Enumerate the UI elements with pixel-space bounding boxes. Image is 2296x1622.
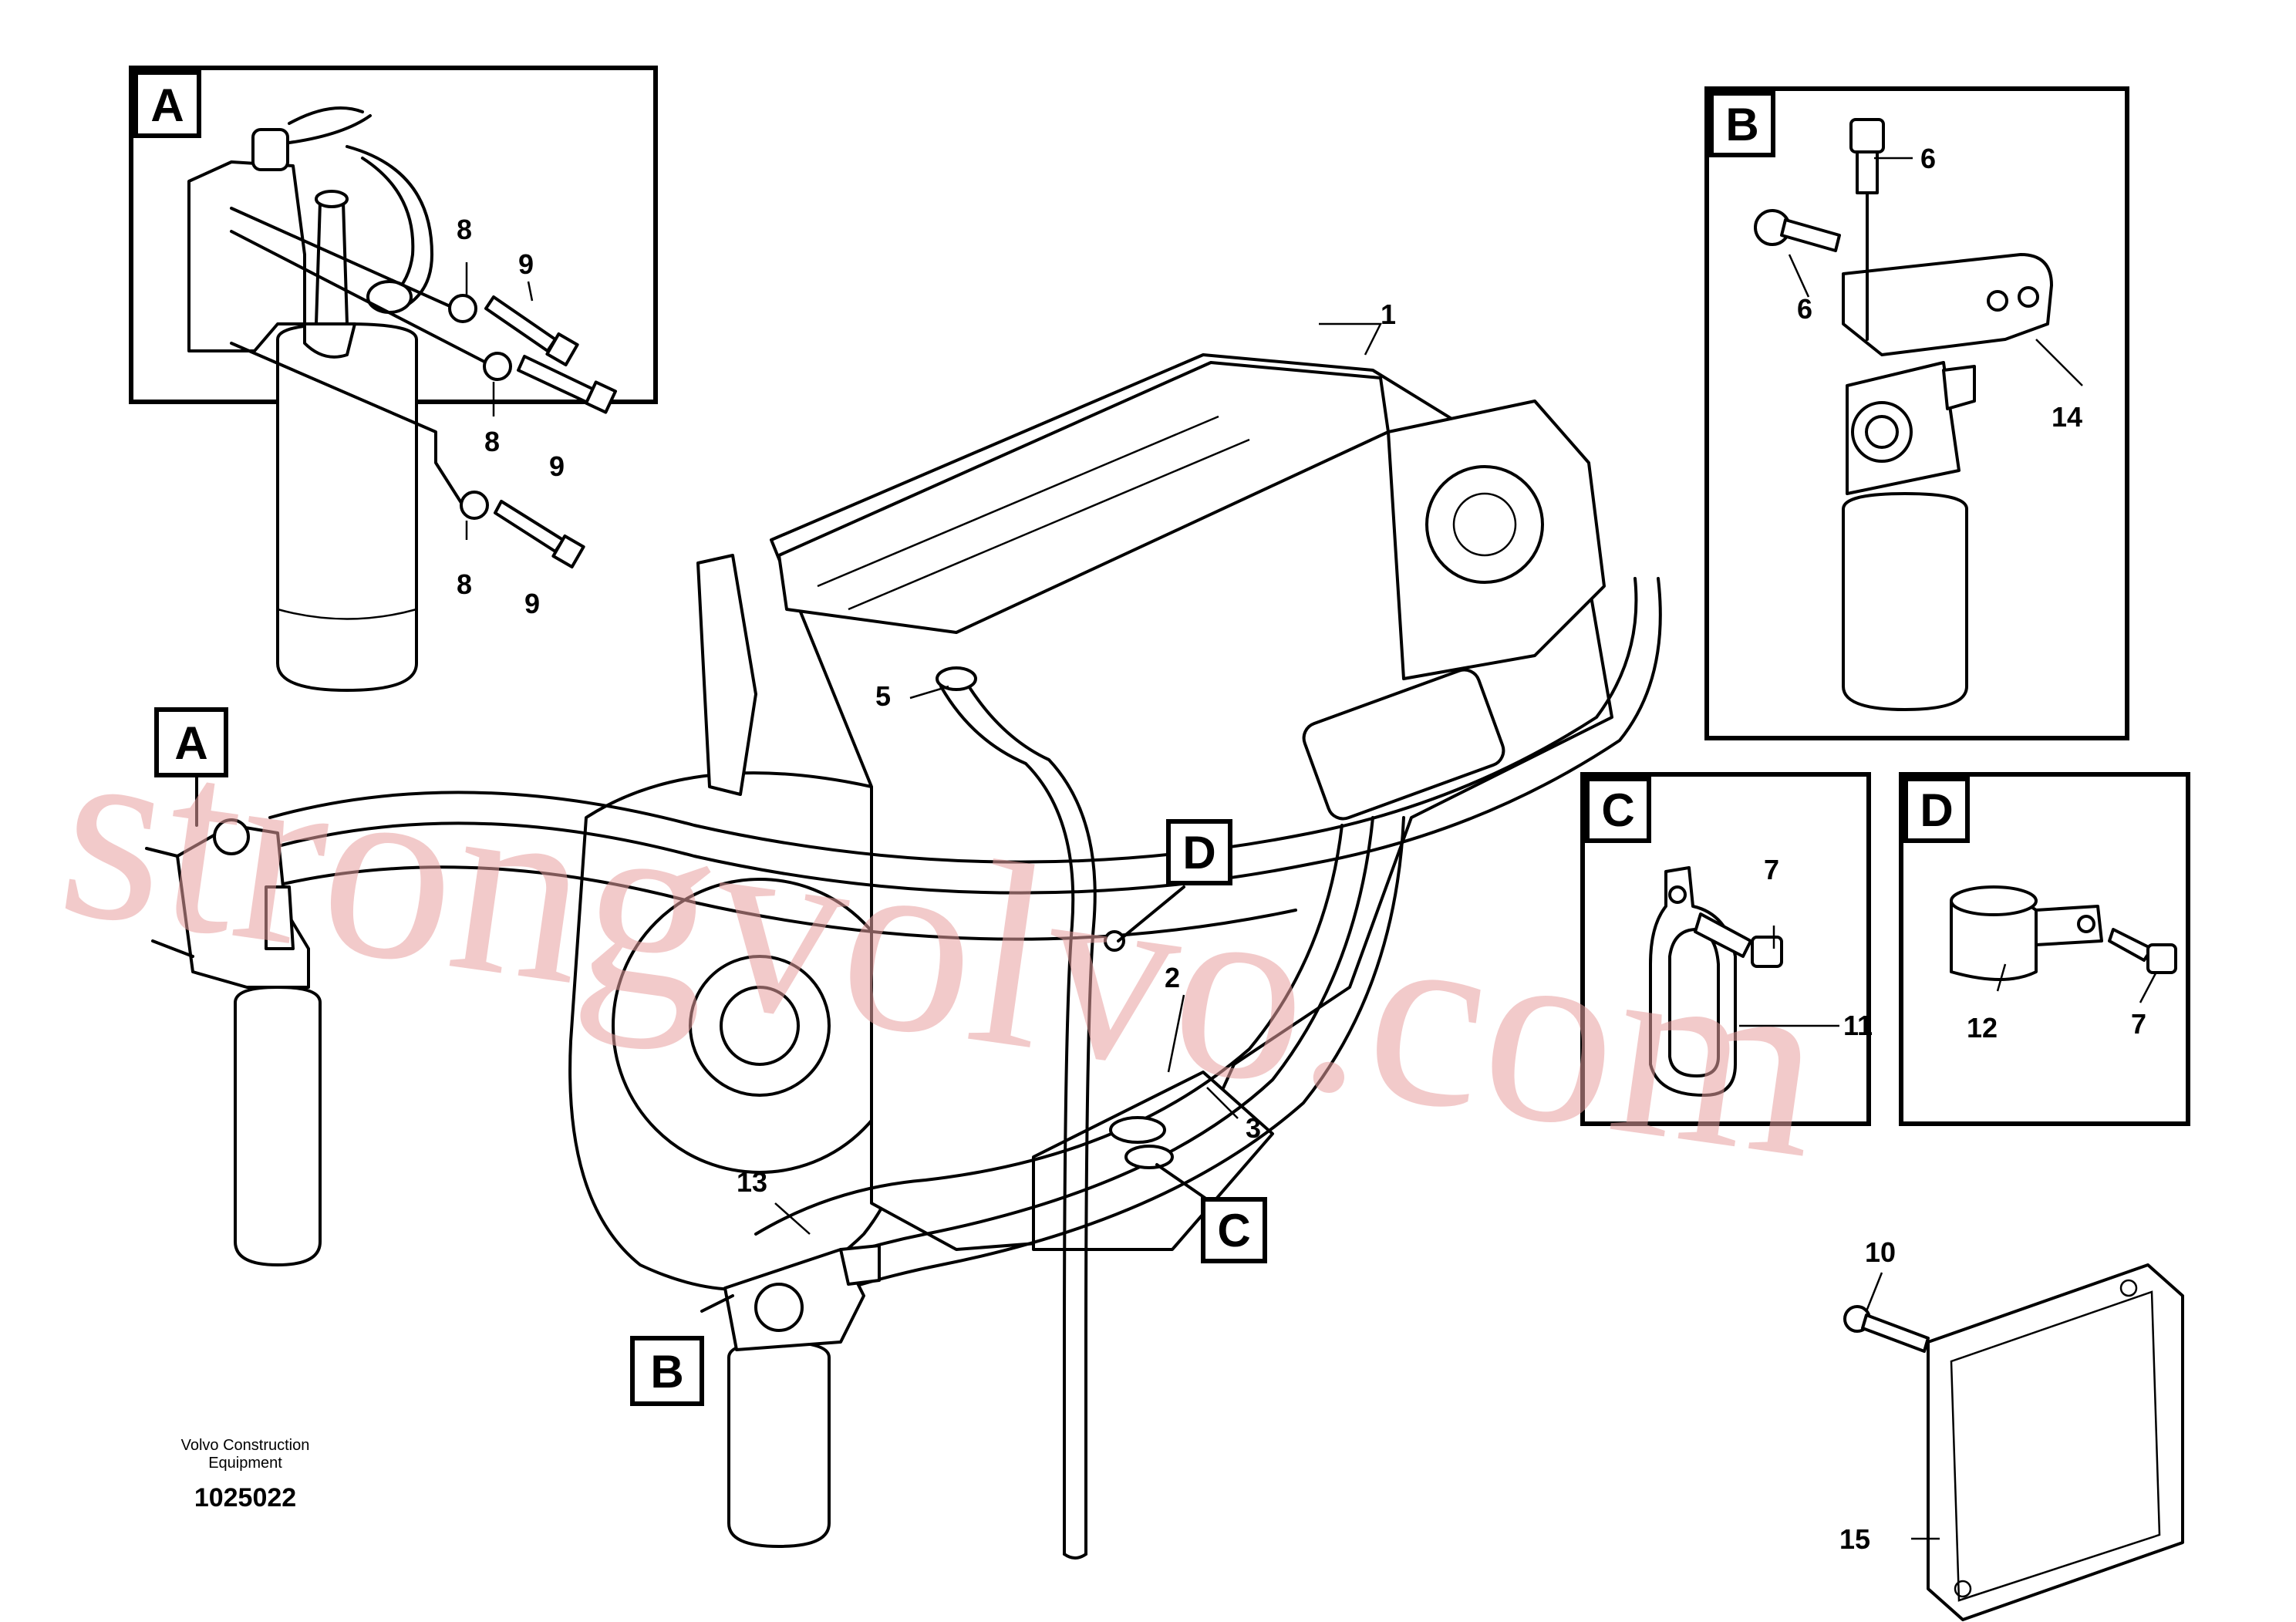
callout-numbers: 1 2 3 5 6 6 7 7 8 8 8 9 9 9 10 11 12 13 … [457,143,2146,1555]
callout-6b: 6 [1797,293,1812,325]
tag-a-top-label: A [150,79,184,131]
callout-9a: 9 [518,248,534,280]
tag-a-main: A [154,707,228,777]
footer: Volvo Construction Equipment 1025022 [181,1437,310,1512]
publisher-line1: Volvo Construction [181,1437,310,1454]
callout-11: 11 [1843,1010,1873,1041]
detail-box-b [1704,86,2129,740]
tag-d-main: D [1166,819,1232,885]
callout-8c: 8 [457,568,472,600]
tag-a-top: A [133,70,201,138]
callout-8b: 8 [484,426,500,457]
filter-a-main [145,818,322,1266]
callout-12: 12 [1967,1012,1998,1044]
tag-b-main: B [630,1336,704,1406]
callout-8a: 8 [457,214,472,245]
callout-7c: 7 [1764,854,1779,885]
filter-b-main [723,1244,881,1548]
callout-9b: 9 [549,450,565,482]
detail-box-c [1580,772,1871,1126]
callout-2: 2 [1165,962,1180,993]
tag-b-top-label: B [1725,99,1758,150]
callout-9c: 9 [524,588,540,619]
tag-c-main-label: C [1217,1205,1250,1256]
tag-a-main-label: A [174,717,207,769]
detail-box-a [129,66,658,692]
tag-b-main-label: B [650,1346,683,1398]
callout-5: 5 [875,680,891,712]
callout-7d: 7 [2131,1008,2146,1040]
leader-lines [195,157,2157,1540]
callout-14: 14 [2052,401,2082,433]
callout-10: 10 [1865,1236,1896,1268]
tag-c-top: C [1585,777,1651,843]
control-unit [1843,1263,2184,1621]
drawing-number: 1025022 [194,1483,296,1512]
callout-3: 3 [1246,1112,1261,1144]
engine-assembly [268,353,1662,1560]
tag-d-top: D [1903,777,1970,843]
callout-15: 15 [1839,1523,1870,1555]
tag-c-top-label: C [1601,784,1634,836]
tag-c-main: C [1201,1197,1267,1263]
publisher-line2: Equipment [208,1455,282,1472]
tag-b-top: B [1709,91,1775,157]
callout-6a: 6 [1920,143,1936,174]
tag-d-top-label: D [1920,784,1953,836]
tag-d-main-label: D [1182,827,1215,878]
callout-1: 1 [1381,298,1396,330]
callout-13: 13 [737,1166,767,1198]
